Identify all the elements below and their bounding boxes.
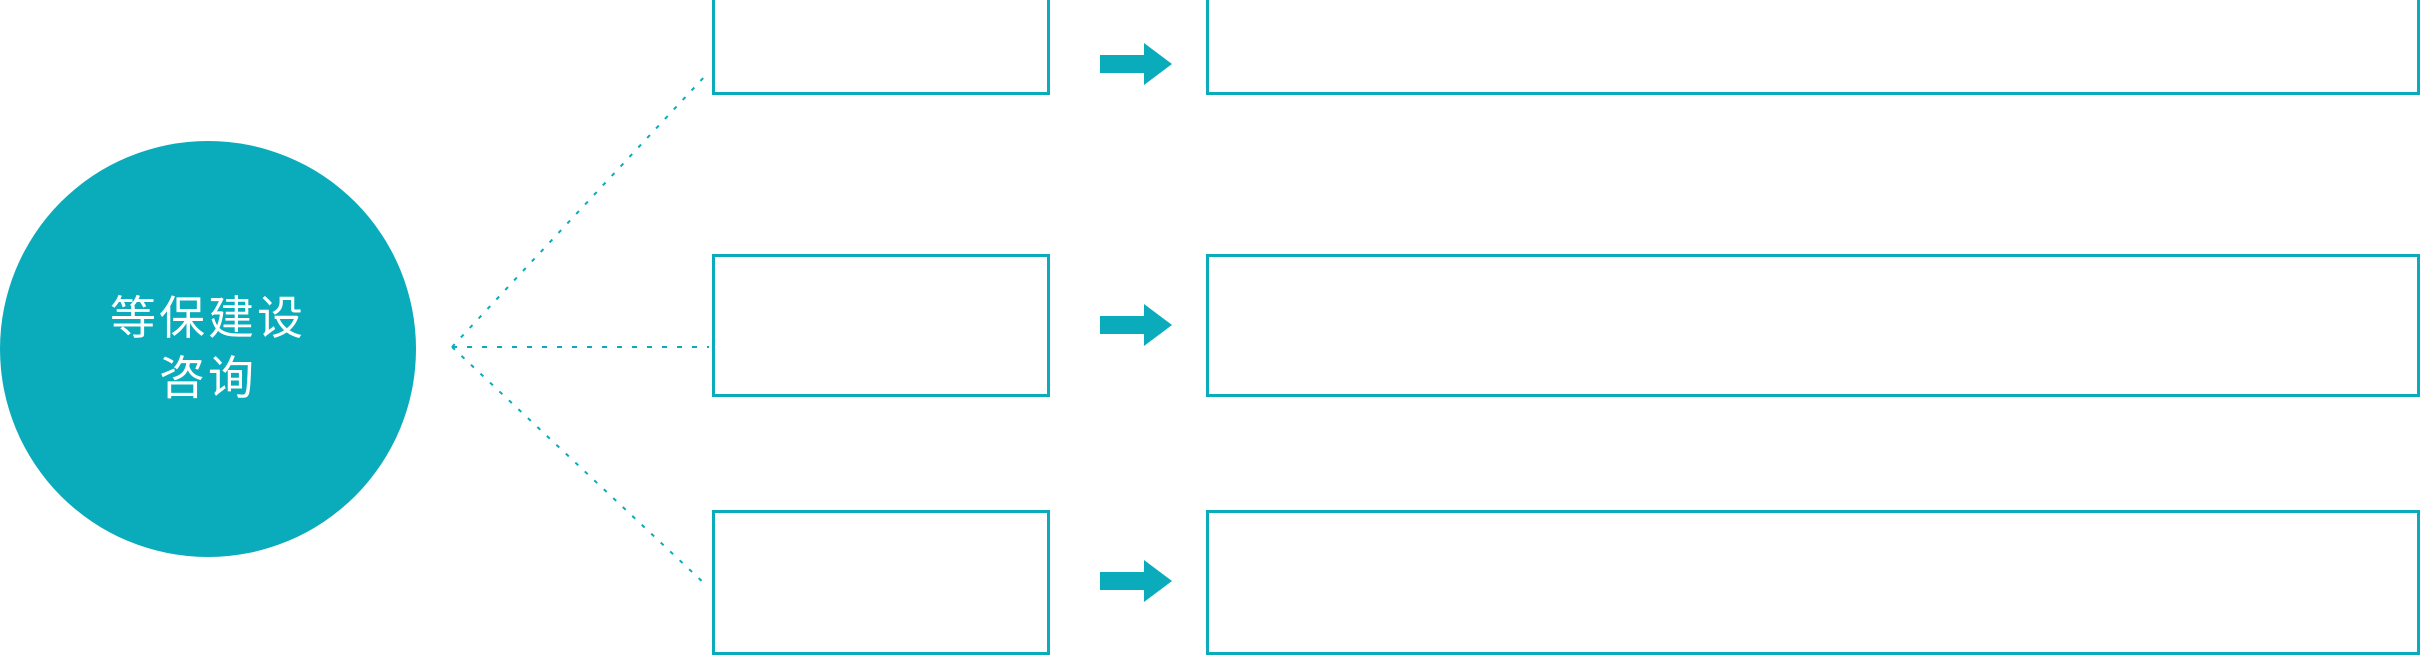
step-box-row2[interactable] <box>712 254 1050 397</box>
hub-label-line-1: 等保建设 <box>110 292 306 345</box>
detail-box-row2[interactable] <box>1206 254 2420 397</box>
connector-line-top <box>451 74 707 348</box>
detail-box-row3[interactable] <box>1206 510 2420 655</box>
right-arrow-icon-row1 <box>1100 43 1172 85</box>
connector-line-bottom <box>451 346 707 586</box>
hub-circle[interactable]: 等保建设 咨询 <box>0 141 416 557</box>
detail-box-row1[interactable] <box>1206 0 2420 95</box>
step-box-row3[interactable] <box>712 510 1050 655</box>
right-arrow-icon-row2 <box>1100 304 1172 346</box>
right-arrow-icon-row3 <box>1100 560 1172 602</box>
step-box-row1[interactable] <box>712 0 1050 95</box>
hub-label-line-2: 咨询 <box>159 352 257 404</box>
